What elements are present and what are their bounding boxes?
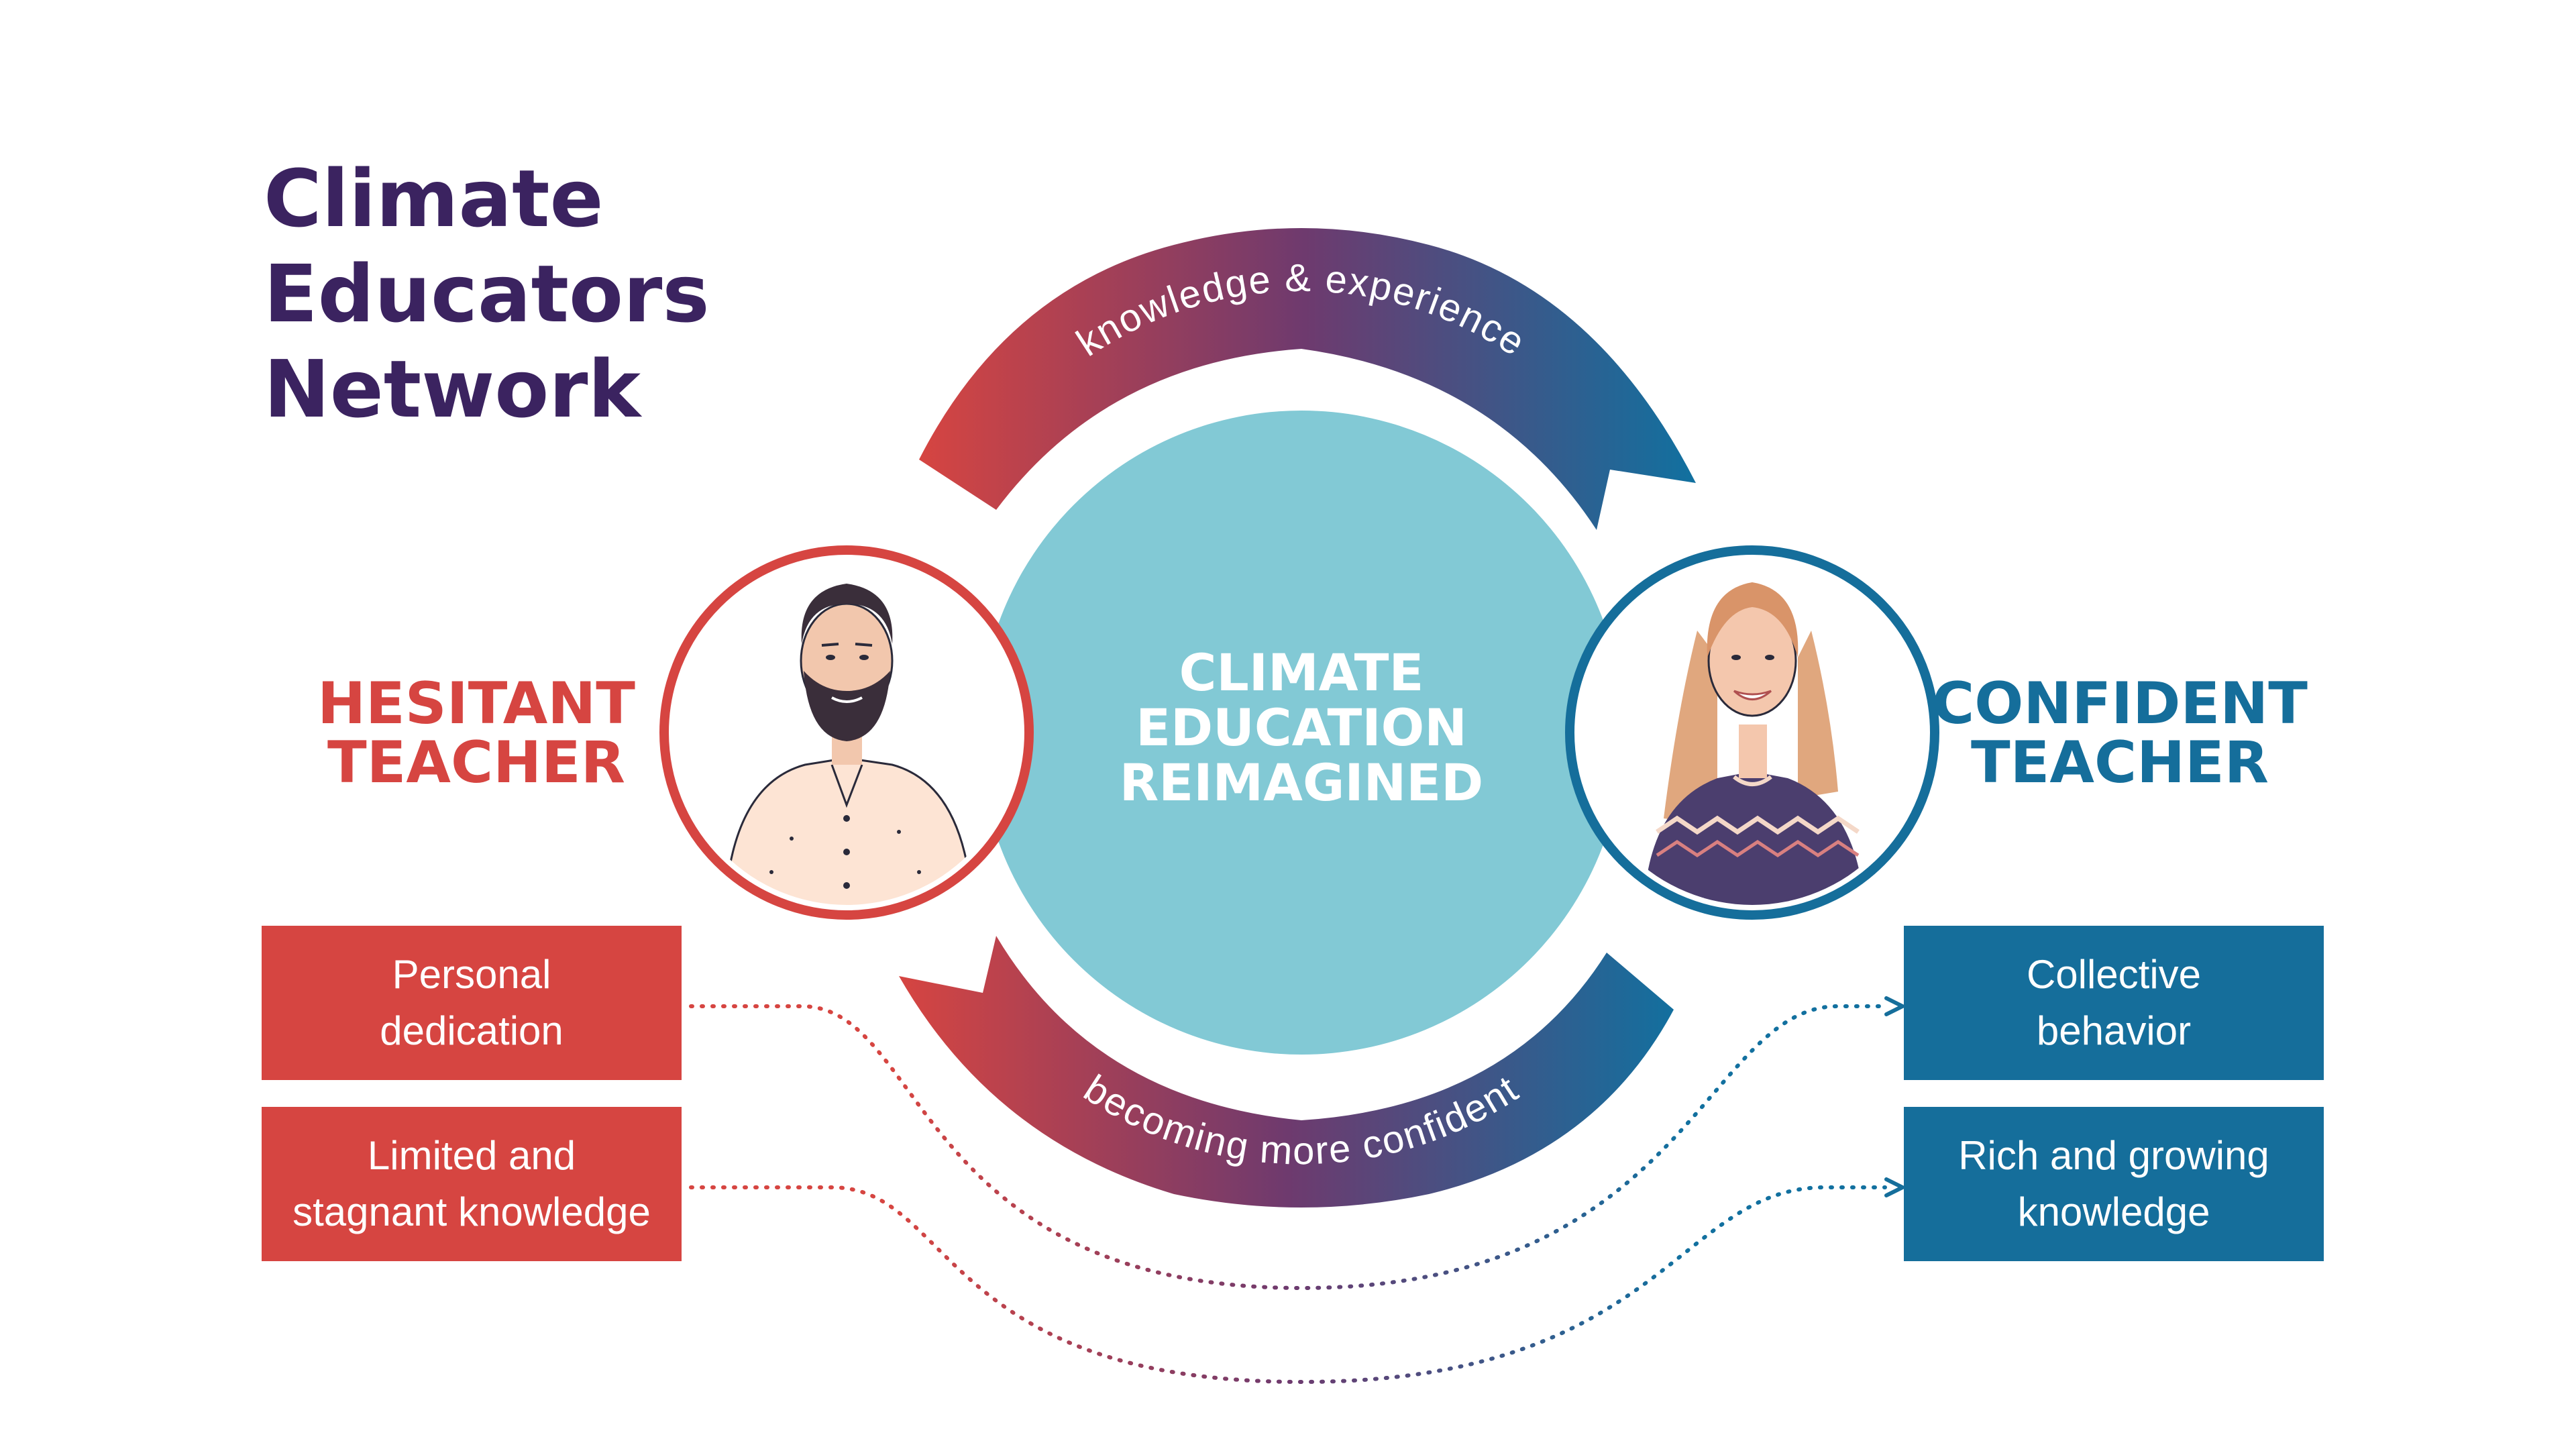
center-label: CLIMATE EDUCATION REIMAGINED [1119,643,1484,812]
title-line: Educators [264,248,710,340]
bottom-arc-arrow [899,936,1674,1208]
diagram-title: Climate Educators Network [264,151,710,437]
confident-teacher-label: CONFIDENT TEACHER [1932,670,2308,796]
center-circle [979,411,1623,1055]
bearded-man-portrait-icon [659,545,1034,920]
trait-box-collective-behavior: Collective behavior [1904,926,2324,1080]
title-line: Climate [264,152,604,245]
top-arc-arrow [919,228,1696,530]
connector-knowledge-to-knowledge [689,1185,1887,1385]
title-line: Network [264,343,641,435]
connector-lines [689,1004,1887,1385]
trait-box-limited-knowledge: Limited and stagnant knowledge [262,1107,682,1261]
arrowhead-behavior [1884,996,1907,1016]
trait-box-growing-knowledge: Rich and growing knowledge [1904,1107,2324,1261]
hesitant-teacher-label: HESITANT TEACHER [317,670,635,796]
connector-dedication-to-behavior [689,1004,1887,1291]
arrowhead-knowledge [1884,1177,1907,1197]
trait-box-personal-dedication: Personal dedication [262,926,682,1080]
smiling-woman-portrait-icon [1565,545,1939,920]
